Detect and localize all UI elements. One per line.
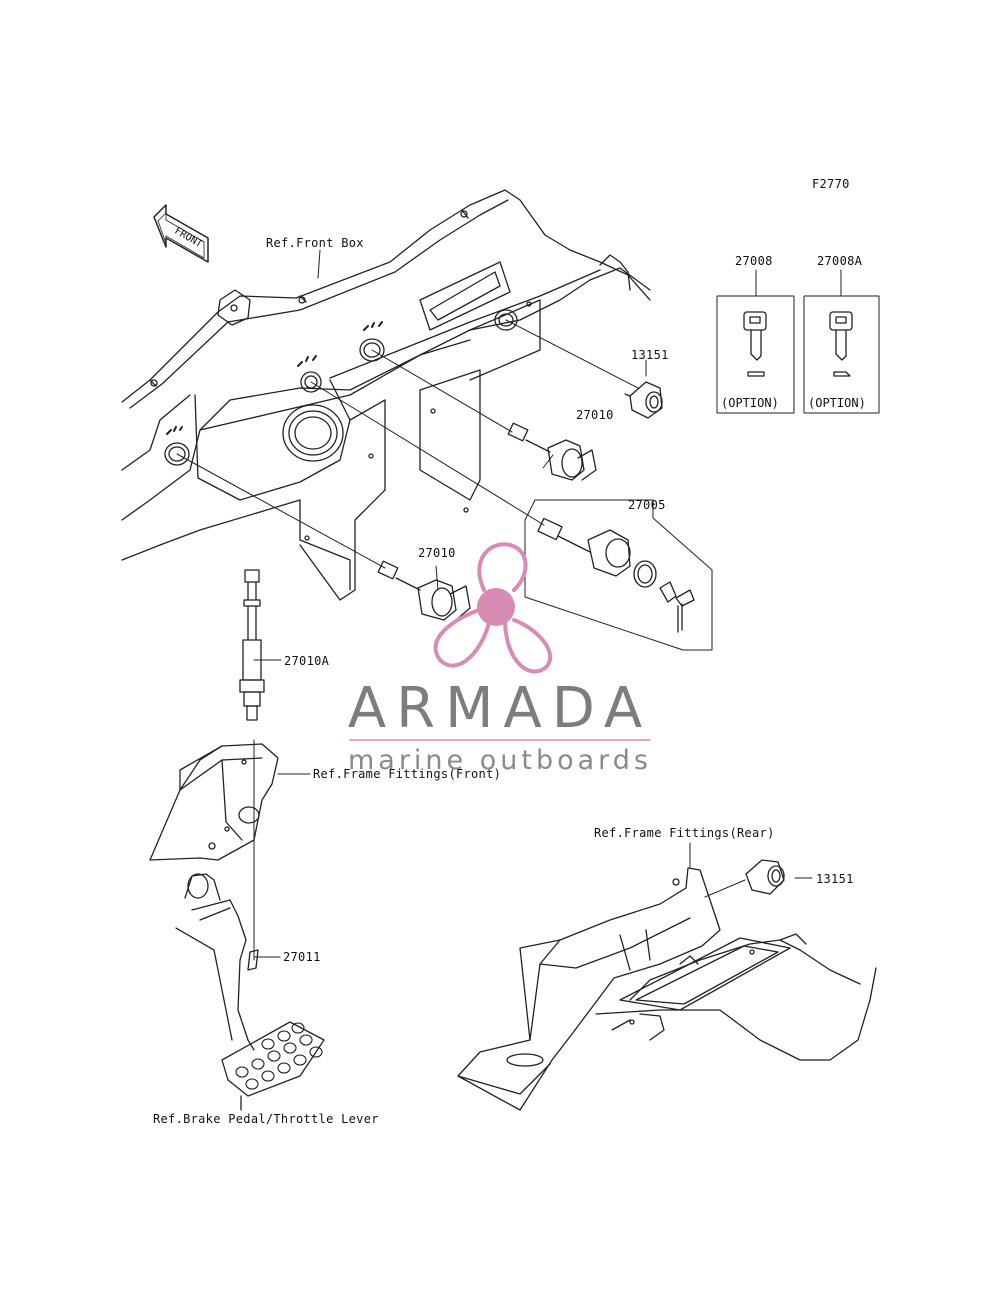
label-ref-front-box: Ref.Front Box	[266, 236, 364, 250]
brake-switch-27010a	[239, 569, 265, 721]
label-part-27010-mid[interactable]: 27010	[418, 546, 456, 560]
front-arrow-icon: FRONT	[153, 204, 209, 263]
label-part-13151-bottom[interactable]: 13151	[816, 872, 854, 886]
switch-27010-mid	[377, 560, 471, 621]
label-ref-frame-front: Ref.Frame Fittings(Front)	[313, 767, 502, 781]
label-part-27008a[interactable]: 27008A	[817, 254, 863, 268]
power-outlet-13151-bottom	[745, 859, 785, 895]
label-option-27008a: (OPTION)	[808, 396, 866, 410]
label-part-27010a[interactable]: 27010A	[284, 654, 330, 668]
armada-logo-icon	[349, 542, 651, 741]
leader-lines	[176, 249, 813, 961]
label-part-27008[interactable]: 27008	[735, 254, 773, 268]
frame-fitting-front	[149, 743, 279, 861]
label-part-27005[interactable]: 27005	[628, 498, 666, 512]
watermark-tagline: marine outboards	[347, 745, 652, 776]
key-27008-icon	[743, 311, 767, 377]
option-key-27008-box	[716, 269, 795, 414]
label-part-27011[interactable]: 27011	[283, 950, 321, 964]
option-key-27008a-box	[803, 269, 880, 414]
front-box-panel	[121, 189, 651, 601]
label-part-27010-top[interactable]: 27010	[576, 408, 614, 422]
label-ref-brake-pedal: Ref.Brake Pedal/Throttle Lever	[153, 1112, 379, 1126]
diagram-code: F2770	[812, 177, 850, 191]
front-arrow-label: FRONT	[172, 226, 204, 251]
frame-fitting-rear	[457, 867, 877, 1111]
label-ref-frame-rear: Ref.Frame Fittings(Rear)	[594, 826, 775, 840]
key-set-27005-box	[524, 499, 713, 651]
watermark-name: ARMADA	[347, 676, 653, 741]
ignition-switch-27005	[537, 517, 695, 633]
label-option-27008: (OPTION)	[721, 396, 779, 410]
power-outlet-13151-top	[624, 381, 663, 419]
label-part-13151-top[interactable]: 13151	[631, 348, 669, 362]
brake-pedal	[175, 873, 325, 1111]
switch-27010-top	[507, 422, 597, 481]
key-27008a-icon	[829, 311, 853, 377]
